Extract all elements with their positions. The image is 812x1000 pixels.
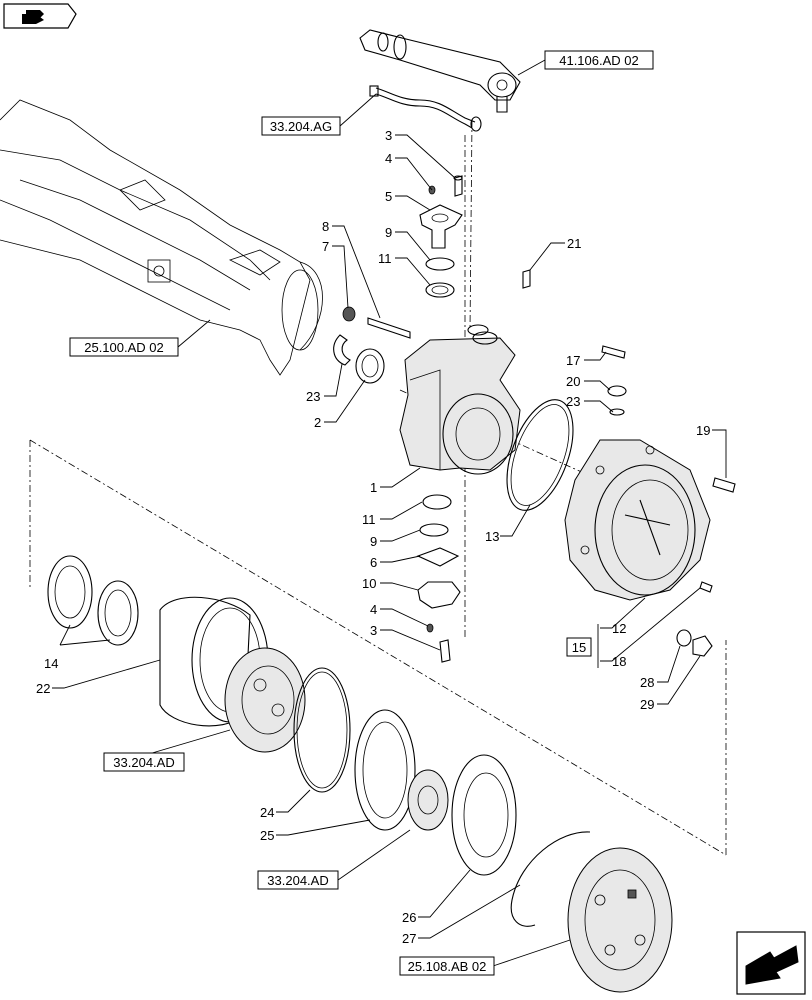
callout-14: 14 — [44, 656, 58, 671]
callout-4: 4 — [385, 151, 392, 166]
callout-6: 6 — [370, 555, 377, 570]
ref-33204ag-text: 33.204.AG — [270, 119, 332, 134]
ref-33204ad-a-text: 33.204.AD — [113, 755, 174, 770]
callout-28: 28 — [640, 675, 654, 690]
callout-26: 26 — [402, 910, 416, 925]
brake-disc-26 — [451, 754, 517, 876]
bearings — [47, 555, 139, 646]
callout-17: 17 — [566, 353, 580, 368]
ref-15[interactable]: 15 — [566, 637, 592, 657]
ref-33204ad-a[interactable]: 33.204.AD — [103, 752, 185, 772]
next-page-arrow-icon[interactable] — [736, 931, 806, 995]
callout-7: 7 — [322, 239, 329, 254]
callout-4b: 4 — [370, 602, 377, 617]
kingpin-axis-line-2 — [469, 119, 473, 331]
ref-15-text: 15 — [572, 640, 586, 655]
callout-21: 21 — [567, 236, 581, 251]
callout-labels: 3 4 5 9 11 8 7 23 2 21 17 20 23 19 1 11 … — [36, 128, 710, 946]
callout-22: 22 — [36, 681, 50, 696]
assembly-boundary-line — [29, 439, 727, 856]
callout-19: 19 — [696, 423, 710, 438]
ref-33204ag[interactable]: 33.204.AG — [261, 116, 341, 136]
callout-2: 2 — [314, 415, 321, 430]
hub-housing — [564, 439, 711, 601]
callout-23: 23 — [306, 389, 320, 404]
callout-10: 10 — [362, 576, 376, 591]
tie-rod — [359, 29, 521, 113]
callout-20: 20 — [566, 374, 580, 389]
callout-9: 9 — [385, 225, 392, 240]
planet-carrier — [224, 647, 306, 753]
callout-3b: 3 — [370, 623, 377, 638]
callout-11: 11 — [378, 251, 392, 266]
ref-41106-text: 41.106.AD 02 — [559, 53, 639, 68]
callout-8: 8 — [322, 219, 329, 234]
callout-12: 12 — [612, 621, 626, 636]
callout-1: 1 — [370, 480, 377, 495]
ref-25108[interactable]: 25.108.AB 02 — [399, 956, 495, 976]
o-ring-seal — [506, 399, 574, 511]
callout-29: 29 — [640, 697, 654, 712]
callout-11b: 11 — [362, 512, 376, 527]
ref-41106[interactable]: 41.106.AD 02 — [544, 50, 654, 70]
small-parts-left — [333, 269, 531, 384]
callout-25: 25 — [260, 828, 274, 843]
book-arrow-icon[interactable] — [3, 3, 77, 29]
hub-cover — [567, 847, 673, 993]
snap-ring — [510, 831, 591, 927]
callout-13: 13 — [485, 529, 499, 544]
leader-lines — [52, 59, 727, 967]
sun-gear — [407, 769, 449, 831]
hub-small-parts — [601, 345, 736, 657]
callout-24: 24 — [260, 805, 274, 820]
ref-33204ad-b[interactable]: 33.204.AD — [257, 870, 339, 890]
upper-kingpin-parts — [419, 175, 463, 298]
callout-5: 5 — [385, 189, 392, 204]
brake-hose — [369, 85, 482, 132]
callout-27: 27 — [402, 931, 416, 946]
brake-disc-25 — [354, 709, 416, 831]
callout-18: 18 — [612, 654, 626, 669]
callout-3: 3 — [385, 128, 392, 143]
axle-housing — [0, 99, 323, 376]
ref-25100-text: 25.100.AD 02 — [84, 340, 164, 355]
ref-25100[interactable]: 25.100.AD 02 — [69, 337, 179, 357]
ref-25108-text: 25.108.AB 02 — [408, 959, 487, 974]
steering-knuckle — [399, 324, 521, 475]
callout-23b: 23 — [566, 394, 580, 409]
brake-disc-24 — [293, 667, 351, 793]
callout-9b: 9 — [370, 534, 377, 549]
ref-33204ad-b-text: 33.204.AD — [267, 873, 328, 888]
lower-kingpin-parts — [416, 494, 461, 663]
